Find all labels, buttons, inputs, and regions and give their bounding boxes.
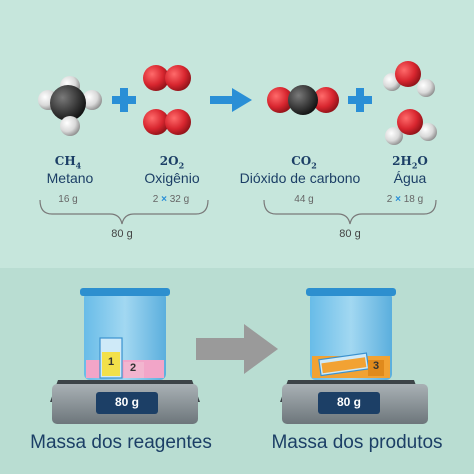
right-scale-readout: 80 g [336,395,361,409]
carbon-dioxide-molecule [267,85,339,115]
balance-panel [0,268,474,474]
block-label-1: 1 [107,356,115,368]
methane-formula: CH4 [54,154,82,171]
transition-arrow-icon [196,324,278,374]
water-name: Água [393,170,427,186]
oxygen-molecules [143,65,191,135]
oxygen-formula: 2O2 [159,154,185,171]
water-formula: 2H2O [392,154,428,171]
water-mass: 2 × 18 g [386,194,424,205]
block-label-3: 3 [372,360,380,372]
reaction-arrow-icon [210,88,252,112]
oxygen-mass: 2 × 32 g [152,194,190,205]
carbon-dioxide-name: Dióxido de carbono [239,170,361,186]
methane-molecule [38,76,102,136]
products-brace [263,199,437,225]
oxygen-name: Oxigênio [144,170,200,186]
water-molecules [383,61,437,145]
reactants-total: 80 g [111,228,133,240]
carbon-dioxide-mass: 44 g [294,194,314,205]
left-beaker [80,288,170,380]
right-balance [280,380,428,424]
plus-icon [348,88,372,112]
methane-mass: 16 g [58,194,78,205]
right-beaker [306,288,396,380]
reactants-caption: Massa dos reagentes [30,432,212,453]
methane-name: Metano [46,170,94,186]
left-scale-readout: 80 g [114,395,139,409]
products-total: 80 g [339,228,361,240]
products-caption: Massa dos produtos [271,432,443,453]
carbon-dioxide-formula: CO2 [291,154,317,171]
reactants-brace [39,199,209,225]
block-label-2: 2 [129,362,137,374]
plus-icon [112,88,136,112]
left-balance [50,380,200,424]
